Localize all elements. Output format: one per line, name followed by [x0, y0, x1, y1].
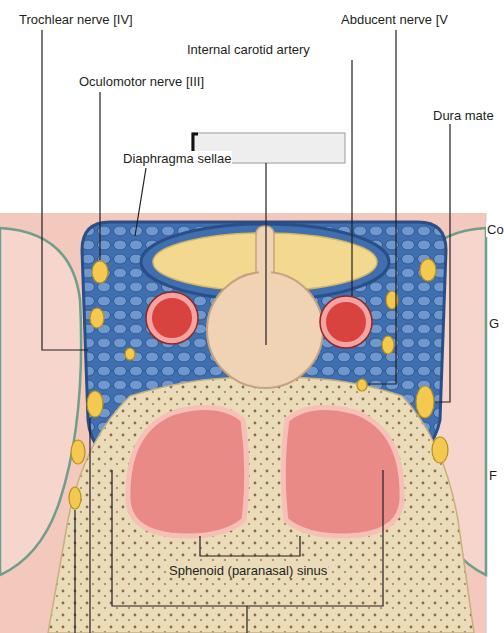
nerve-label: Oculomotor nerve [III] [78, 74, 205, 89]
structure-label: Co [486, 222, 504, 237]
structure-label: Dura mate [432, 108, 495, 123]
structure-label: G [488, 316, 500, 331]
sphenoid-bone [48, 377, 474, 633]
leader-lines [42, 30, 450, 633]
tissue-ground [0, 213, 486, 633]
structure-label: Diaphragma sellae [122, 151, 232, 166]
nerve-label: Trochlear nerve [IV] [18, 12, 134, 27]
sphenoid-sinus [128, 408, 247, 537]
nerve-label: Abducent nerve [V [340, 12, 449, 27]
carotid-artery [323, 299, 369, 345]
carotid-artery [149, 295, 195, 341]
sphenoid-sinus [283, 408, 402, 537]
structure-label: F [488, 468, 498, 483]
artery-label: Internal carotid artery [186, 42, 311, 57]
sinus-label: Sphenoid (paranasal) sinus [168, 563, 328, 578]
